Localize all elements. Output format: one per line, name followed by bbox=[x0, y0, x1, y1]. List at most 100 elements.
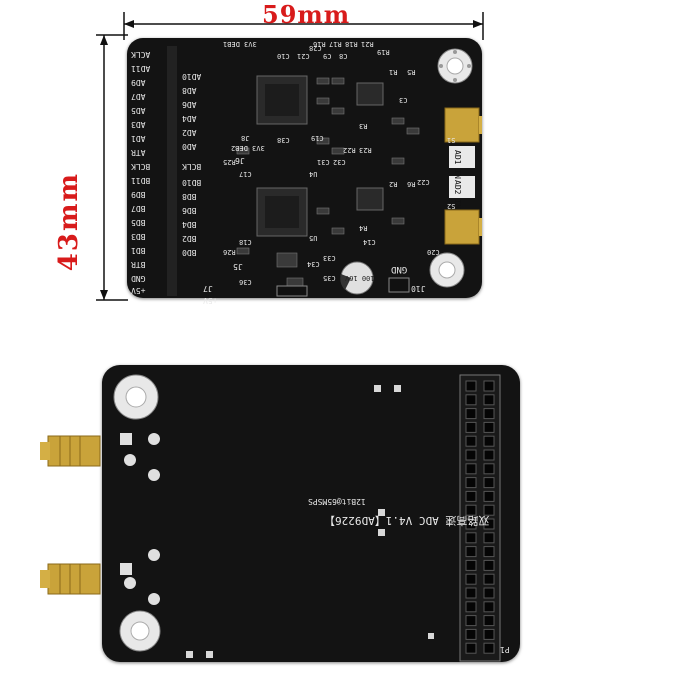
header-pin-hole bbox=[465, 435, 477, 447]
input-label-ad1: AD1 IN bbox=[453, 150, 462, 179]
header-label-j7: J7 bbox=[203, 284, 213, 293]
refdes-label: C22 bbox=[417, 178, 430, 186]
pin-label: BD7 bbox=[131, 204, 146, 213]
refdes-label: C35 bbox=[323, 274, 336, 282]
pin-label: AD11 bbox=[131, 64, 151, 73]
refdes-label: R22 bbox=[343, 146, 356, 154]
header-label-j6: J6 bbox=[235, 156, 245, 165]
header-pin-hole bbox=[465, 573, 477, 585]
header-pin-hole bbox=[483, 532, 495, 544]
header-pin-hole bbox=[483, 573, 495, 585]
right-pin-header bbox=[459, 374, 501, 662]
pin-label: BCLK bbox=[131, 162, 151, 171]
mounting-hole-top-right bbox=[437, 48, 473, 84]
header-pin-hole bbox=[483, 394, 495, 406]
plus5v-label: +5V bbox=[203, 296, 218, 305]
header-pin-hole bbox=[483, 463, 495, 475]
refdes-label: C21 bbox=[297, 52, 310, 60]
refdes-label: R25 bbox=[223, 158, 236, 166]
refdes-label: C17 bbox=[239, 170, 252, 178]
header-pin-hole bbox=[465, 518, 477, 530]
pin-label: BD2 bbox=[182, 234, 197, 243]
header-pin-hole bbox=[483, 490, 495, 502]
refdes-label: R17 bbox=[329, 40, 342, 48]
left-pin-header bbox=[167, 46, 177, 296]
pin-label: BD5 bbox=[131, 218, 146, 227]
header-pin-hole bbox=[465, 504, 477, 516]
pin-label: AD2 bbox=[182, 128, 197, 137]
header-pin-hole bbox=[465, 628, 477, 640]
pin-label: ATR bbox=[131, 148, 146, 157]
refdes-label: C19 bbox=[311, 134, 324, 142]
header-pin-hole bbox=[465, 394, 477, 406]
header-pin-hole bbox=[483, 546, 495, 558]
pin-label: ACLK bbox=[131, 50, 151, 59]
header-pin-hole bbox=[465, 642, 477, 654]
refdes-label: R4 bbox=[359, 224, 368, 232]
header-pin-hole bbox=[483, 615, 495, 627]
header-pin-hole bbox=[483, 518, 495, 530]
header-pin-hole bbox=[465, 463, 477, 475]
pin-label: AD9 bbox=[131, 78, 146, 87]
chip-label: 3V3 DEB2 bbox=[231, 144, 265, 152]
sma-connector-s1 bbox=[444, 107, 482, 143]
header-pin-hole bbox=[483, 380, 495, 392]
pin-label: AD6 bbox=[182, 100, 197, 109]
refdes-label: R2 bbox=[389, 180, 398, 188]
electrolytic-capacitor bbox=[340, 261, 374, 295]
sma-connector-bottom-1 bbox=[40, 435, 101, 467]
pin-label: AD7 bbox=[131, 92, 146, 101]
board-subtitle: 12Bit@65MSPS bbox=[308, 497, 366, 506]
header-pin-hole bbox=[465, 477, 477, 489]
header-pin-hole bbox=[465, 587, 477, 599]
refdes-label: U5 bbox=[309, 234, 318, 242]
connector-label-s2: S2 bbox=[447, 202, 456, 210]
header-pin-hole bbox=[465, 421, 477, 433]
header-label-p1: P1 bbox=[500, 645, 510, 654]
refdes-label: C20 bbox=[427, 248, 440, 256]
mounting-hole-bottom-left bbox=[119, 610, 161, 652]
refdes-label: C36 bbox=[239, 278, 252, 286]
refdes-label: C3 bbox=[399, 96, 408, 104]
input-label-ad2: AD2 IN bbox=[453, 180, 462, 209]
header-pin-hole bbox=[465, 380, 477, 392]
header-pin-hole bbox=[465, 559, 477, 571]
header-pin-hole bbox=[483, 408, 495, 420]
refdes-label: R19 bbox=[377, 48, 390, 56]
pin-label: BD9 bbox=[131, 190, 146, 199]
pin-label: BD0 bbox=[182, 248, 197, 257]
header-pin-hole bbox=[483, 559, 495, 571]
sma-connector-bottom-2 bbox=[40, 563, 101, 595]
header-pin-hole bbox=[465, 546, 477, 558]
refdes-label: R6 bbox=[407, 180, 416, 188]
mounting-hole-bottom-right bbox=[429, 252, 465, 288]
pin-label: AD10 bbox=[182, 72, 202, 81]
pin-label: BD1 bbox=[131, 246, 146, 255]
pin-label: AD5 bbox=[131, 106, 146, 115]
header-pin-hole bbox=[483, 601, 495, 613]
header-pin-hole bbox=[483, 449, 495, 461]
header-pin-hole bbox=[465, 532, 477, 544]
pin-label: BD11 bbox=[131, 176, 151, 185]
refdes-label: R26 bbox=[223, 248, 236, 256]
pin-label: BCLK bbox=[182, 162, 202, 171]
refdes-label: R18 bbox=[345, 40, 358, 48]
header-pin-hole bbox=[465, 615, 477, 627]
header-pin-hole bbox=[483, 421, 495, 433]
bottom-pcb-board: 双路高速 ADC V4.1【AD9226】 12Bit@65MSPS P1 bbox=[102, 365, 520, 662]
pin-label: AD4 bbox=[182, 114, 197, 123]
top-board-artwork bbox=[167, 46, 482, 297]
header-pin-hole bbox=[465, 449, 477, 461]
refdes-label: C8 bbox=[339, 52, 348, 60]
refdes-label: U4 bbox=[309, 170, 318, 178]
pin-label: GND bbox=[131, 274, 146, 283]
capacitor-marking: 100 16V bbox=[345, 274, 375, 282]
header-pin-hole bbox=[483, 435, 495, 447]
header-pin-hole bbox=[465, 408, 477, 420]
refdes-label: C38 bbox=[277, 136, 290, 144]
refdes-label: C14 bbox=[363, 238, 376, 246]
board-title: 双路高速 ADC V4.1【AD9226】 bbox=[324, 514, 490, 527]
header-pin-hole bbox=[483, 642, 495, 654]
pin-label: AD0 bbox=[182, 142, 197, 151]
refdes-label: C31 bbox=[317, 158, 330, 166]
